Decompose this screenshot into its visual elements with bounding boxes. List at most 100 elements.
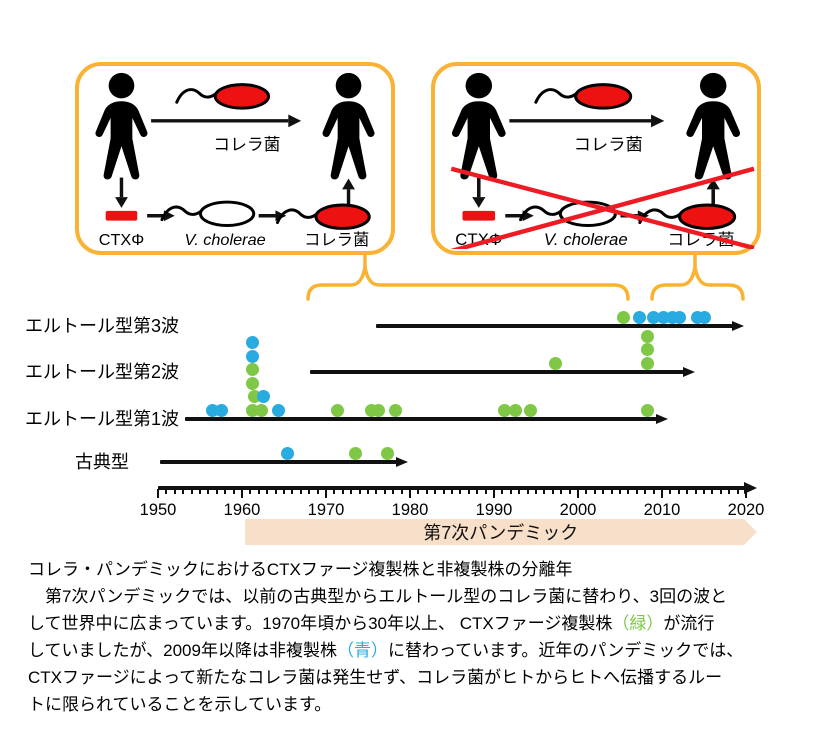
axis-tick xyxy=(291,489,294,494)
dot-blue xyxy=(698,310,712,324)
axis-tick xyxy=(316,489,319,494)
caption-line: 第7次パンデミックでは、以前の古典型からエルトール型のコレラ菌に替わり、3回の波… xyxy=(28,583,808,610)
axis-tick xyxy=(476,489,479,494)
dot-green xyxy=(641,329,655,343)
caption-text: に替わっています。近年のパンデミックでは、 xyxy=(387,641,744,660)
dot-green xyxy=(372,403,386,417)
caption-green-key: （緑） xyxy=(612,614,664,633)
axis-tick xyxy=(199,489,201,494)
dot-blue xyxy=(673,310,687,324)
ctx-phage-icon xyxy=(105,210,138,221)
dot-green xyxy=(523,403,537,417)
dot-blue xyxy=(271,403,285,417)
axis-tick xyxy=(593,489,596,494)
dot-green xyxy=(254,403,268,417)
dot-green xyxy=(641,343,655,356)
axis-tick xyxy=(215,489,218,494)
axis-tick xyxy=(728,489,731,494)
dot-green xyxy=(380,446,394,460)
species-label: V. cholerae xyxy=(544,231,628,249)
dot-blue xyxy=(257,390,271,403)
pandemic-band-label: 第7次パンデミック xyxy=(423,523,579,543)
transmission-label: コレラ菌 xyxy=(574,135,643,154)
axis-tick-label: 1980 xyxy=(391,501,429,519)
axis-tick xyxy=(266,489,269,494)
axis-tick xyxy=(627,489,630,494)
dot-green xyxy=(641,403,655,417)
axis-tick xyxy=(442,489,445,494)
dot-green xyxy=(641,356,655,370)
dot-blue xyxy=(246,336,260,349)
axis-tick xyxy=(635,489,638,494)
species-label: V. cholerae xyxy=(185,231,266,249)
caption-text: 第7次パンデミックでは、以前の古典型からエルトール型のコレラ菌に替わり、3回の波… xyxy=(28,587,728,606)
dot-blue xyxy=(280,446,294,460)
dot-green xyxy=(616,310,630,324)
row-label: エルトール型第1波 xyxy=(24,409,179,429)
axis-tick xyxy=(719,489,722,494)
axis-tick xyxy=(232,489,235,494)
row-label: エルトール型第3波 xyxy=(24,316,179,336)
axis-tick xyxy=(190,489,193,494)
caption-blue-key: （青） xyxy=(336,641,388,660)
axis-tick xyxy=(484,489,487,494)
dot-blue xyxy=(246,349,260,363)
axis-tick-label: 1990 xyxy=(475,501,513,519)
axis-tick xyxy=(333,489,336,494)
transmission-label: コレラ菌 xyxy=(213,135,280,154)
axis-tick xyxy=(434,489,437,494)
axis-tick xyxy=(535,489,537,494)
caption-title-text: コレラ・パンデミックにおけるCTXファージ複製株と非複製株の分離年 xyxy=(28,560,573,579)
caption-line: して世界中に広まっています。1970年頃から30年以上、 CTXファージ複製株（… xyxy=(28,610,808,637)
row-label: エルトール型第2波 xyxy=(24,362,179,382)
caption-title: コレラ・パンデミックにおけるCTXファージ複製株と非複製株の分離年 xyxy=(28,556,808,583)
axis-tick xyxy=(551,489,554,494)
dot-blue xyxy=(215,403,229,417)
axis-tick xyxy=(358,489,361,494)
cross-out-icon xyxy=(450,166,755,249)
axis-tick xyxy=(518,489,521,494)
arrowhead-icon xyxy=(651,114,665,128)
caption-line: していましたが、2009年以降は非複製株（青）に替わっています。近年のパンデミッ… xyxy=(28,637,808,664)
caption-text: が流行 xyxy=(663,614,715,633)
axis-line xyxy=(158,486,746,490)
wave-line xyxy=(159,460,399,464)
axis-line-head xyxy=(744,481,757,494)
axis-tick xyxy=(669,489,672,494)
axis-tick xyxy=(157,489,159,498)
dot-blue xyxy=(632,310,646,324)
axis-tick xyxy=(711,489,714,494)
wave-line-head xyxy=(732,320,745,331)
axis-tick xyxy=(249,489,252,494)
caption-line: CTXファージによって新たなコレラ菌は発生せず、コレラ菌がヒトからヒトへ伝播する… xyxy=(28,664,808,691)
wave-line-head xyxy=(655,413,668,424)
caption-text: CTXファージによって新たなコレラ菌は発生せず、コレラ菌がヒトからヒトへ伝播する… xyxy=(28,668,723,687)
axis-tick xyxy=(493,489,495,498)
wave-line xyxy=(376,324,735,328)
arrowhead-icon xyxy=(288,114,302,128)
wave-line-head xyxy=(682,366,695,377)
axis-tick xyxy=(677,489,680,494)
axis-tick-label: 2020 xyxy=(727,501,765,519)
axis-tick xyxy=(425,489,428,494)
axis-tick xyxy=(409,489,411,498)
axis-tick xyxy=(367,489,369,494)
dot-green xyxy=(508,403,522,417)
dot-green xyxy=(548,356,562,370)
axis-tick-label: 2010 xyxy=(643,501,681,519)
axis-tick xyxy=(509,489,512,494)
caption-text: して世界中に広まっています。1970年頃から30年以上、 CTXファージ複製株 xyxy=(28,614,613,633)
axis-tick xyxy=(173,489,176,494)
axis-tick xyxy=(308,489,311,494)
axis-tick xyxy=(341,489,344,494)
axis-tick xyxy=(299,489,302,494)
axis-tick xyxy=(501,489,504,494)
pandemic-band: 第7次パンデミック xyxy=(245,519,757,545)
axis-tick xyxy=(224,489,227,494)
axis-tick xyxy=(526,489,529,494)
axis-tick xyxy=(661,489,663,498)
caption-text: トに限られていることを示しています。 xyxy=(28,695,332,714)
axis-tick xyxy=(644,489,647,494)
axis-tick-label: 1950 xyxy=(139,501,177,519)
